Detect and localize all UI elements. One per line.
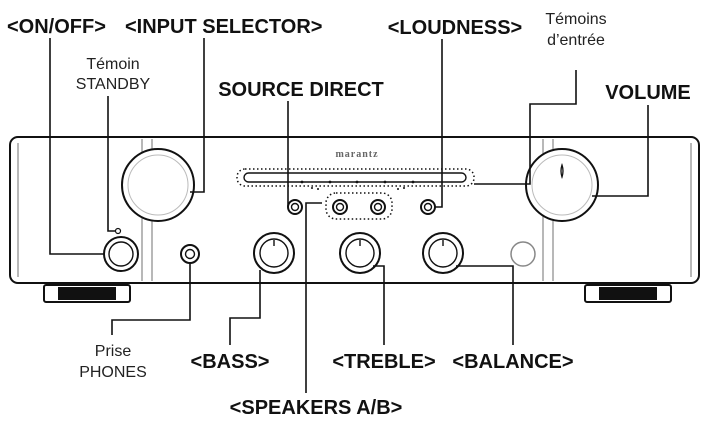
loudness-button[interactable] (420, 199, 436, 215)
balance-leader (456, 265, 514, 345)
phones-label-line2: PHONES (79, 364, 147, 381)
bass-knob[interactable] (253, 232, 295, 274)
input-indicators-label-line2: d’entrée (547, 32, 605, 49)
treble-label: <TREBLE> (332, 351, 435, 373)
treble-leader (373, 265, 385, 345)
input-indicator-bar (236, 168, 475, 187)
speakers-label: <SPEAKERS A/B> (230, 397, 403, 419)
input-selector-label: <INPUT SELECTOR> (125, 16, 322, 38)
standby-leader (107, 96, 115, 232)
brand-logo: marantz (335, 149, 378, 160)
input-indicators-label-line1: Témoins (545, 11, 606, 28)
volume-label: VOLUME (605, 82, 691, 104)
remote-sensor (510, 241, 536, 267)
volume-knob[interactable] (525, 148, 599, 222)
source-direct-label: SOURCE DIRECT (218, 79, 384, 101)
bass-label: <BASS> (191, 351, 270, 373)
standby-led (114, 227, 122, 235)
on-off-leader (49, 38, 104, 255)
source-direct-button[interactable] (287, 199, 303, 215)
input-selector-leader (190, 38, 205, 193)
power-button[interactable] (103, 236, 139, 272)
loudness-label: <LOUDNESS> (388, 17, 522, 39)
phones-label-line1: Prise (95, 343, 132, 360)
volume-leader (592, 105, 649, 197)
standby-label-line1: Témoin (86, 56, 139, 73)
bass-leader (229, 270, 261, 345)
speakers-b-button[interactable] (370, 199, 386, 215)
speakers-group-outline (325, 192, 393, 220)
phones-leader (111, 263, 191, 335)
phones-jack[interactable] (180, 244, 200, 264)
standby-label-line2: STANDBY (76, 76, 151, 93)
input-indicators-leader (474, 70, 577, 185)
treble-knob[interactable] (339, 232, 381, 274)
loudness-leader (435, 39, 443, 208)
balance-knob[interactable] (422, 232, 464, 274)
speakers-a-button[interactable] (332, 199, 348, 215)
speakers-leader (305, 202, 322, 393)
balance-label: <BALANCE> (452, 351, 573, 373)
input-selector-knob[interactable] (121, 148, 195, 222)
on-off-label: <ON/OFF> (7, 16, 106, 38)
